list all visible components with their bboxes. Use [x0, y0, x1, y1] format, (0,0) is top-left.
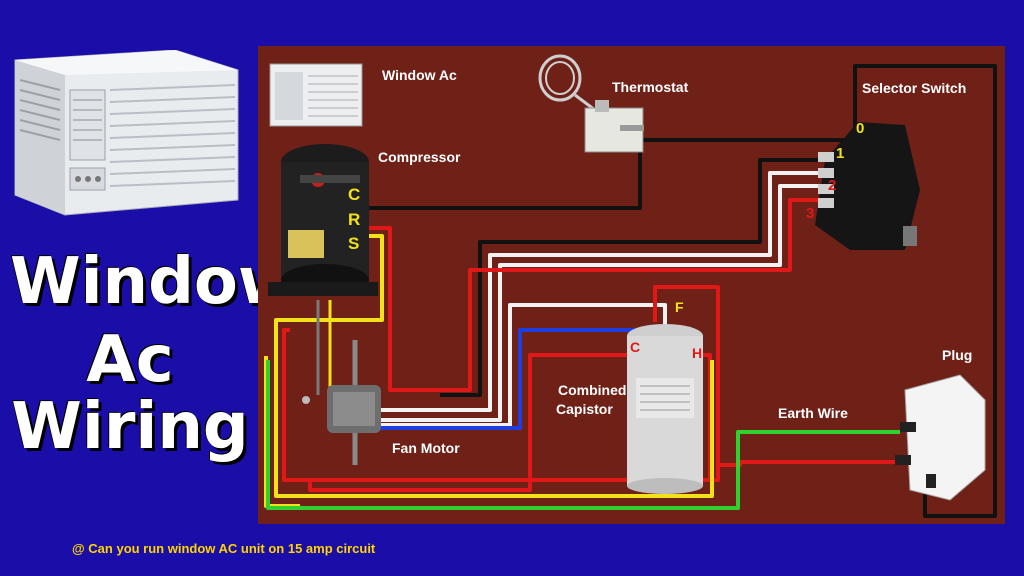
plug-image — [895, 374, 986, 501]
window-ac-unit-image — [14, 50, 239, 216]
label-combined: Combined — [558, 382, 626, 398]
switch-terminal-3: 3 — [806, 205, 814, 222]
switch-terminal-2: 2 — [828, 177, 836, 194]
switch-terminal-0: 0 — [856, 120, 864, 137]
combined-capacitor-image — [627, 324, 703, 494]
selector-switch-image — [815, 122, 920, 250]
window-ac-small-image — [269, 63, 363, 127]
thermostat-image — [538, 54, 644, 153]
wiring-diagram: C R S 0 1 2 3 F C H — [264, 54, 997, 518]
label-compressor: Compressor — [378, 149, 461, 165]
label-window-ac: Window Ac — [382, 67, 457, 83]
label-earth-wire: Earth Wire — [778, 405, 848, 421]
compressor-terminal-c: C — [348, 185, 360, 204]
capacitor-terminal-c: C — [630, 339, 640, 355]
caption: @ Can you run window AC unit on 15 amp c… — [72, 541, 376, 556]
label-fan-motor: Fan Motor — [392, 440, 460, 456]
capacitor-terminal-f: F — [675, 299, 684, 315]
compressor-image — [268, 144, 378, 296]
label-selector-switch: Selector Switch — [862, 80, 966, 96]
label-capistor: Capistor — [556, 401, 613, 417]
label-thermostat: Thermostat — [612, 79, 689, 95]
switch-terminal-1: 1 — [836, 145, 844, 162]
compressor-terminal-s: S — [348, 234, 359, 253]
title-line-1: Window — [10, 245, 297, 319]
fan-motor-image — [302, 340, 381, 465]
title-line-2: Ac — [86, 323, 174, 397]
title-line-3: Wiring — [11, 390, 249, 464]
label-plug: Plug — [942, 347, 972, 363]
compressor-terminal-r: R — [348, 210, 360, 229]
capacitor-terminal-h: H — [692, 345, 702, 361]
wiring-board: C R S 0 1 2 3 F C H — [258, 46, 1005, 524]
